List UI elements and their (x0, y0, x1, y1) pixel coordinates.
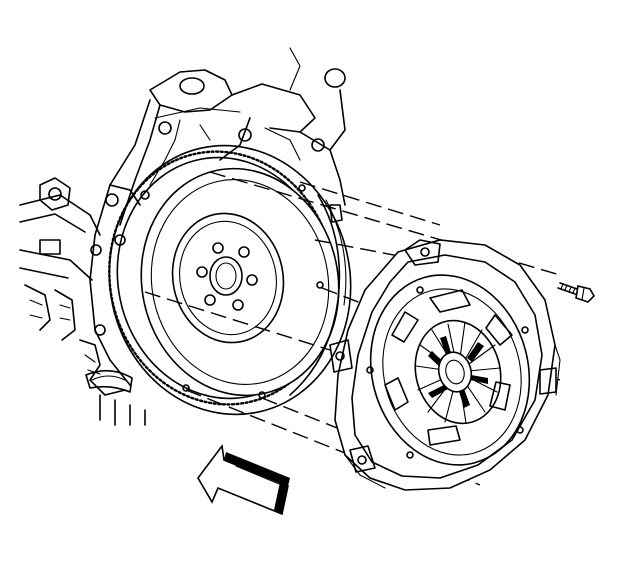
engine-block (19, 47, 346, 426)
flywheel (108, 144, 352, 416)
direction-arrow-icon (197, 443, 290, 516)
clutch-pressure-plate (329, 239, 561, 491)
bolt-icon (557, 282, 595, 303)
